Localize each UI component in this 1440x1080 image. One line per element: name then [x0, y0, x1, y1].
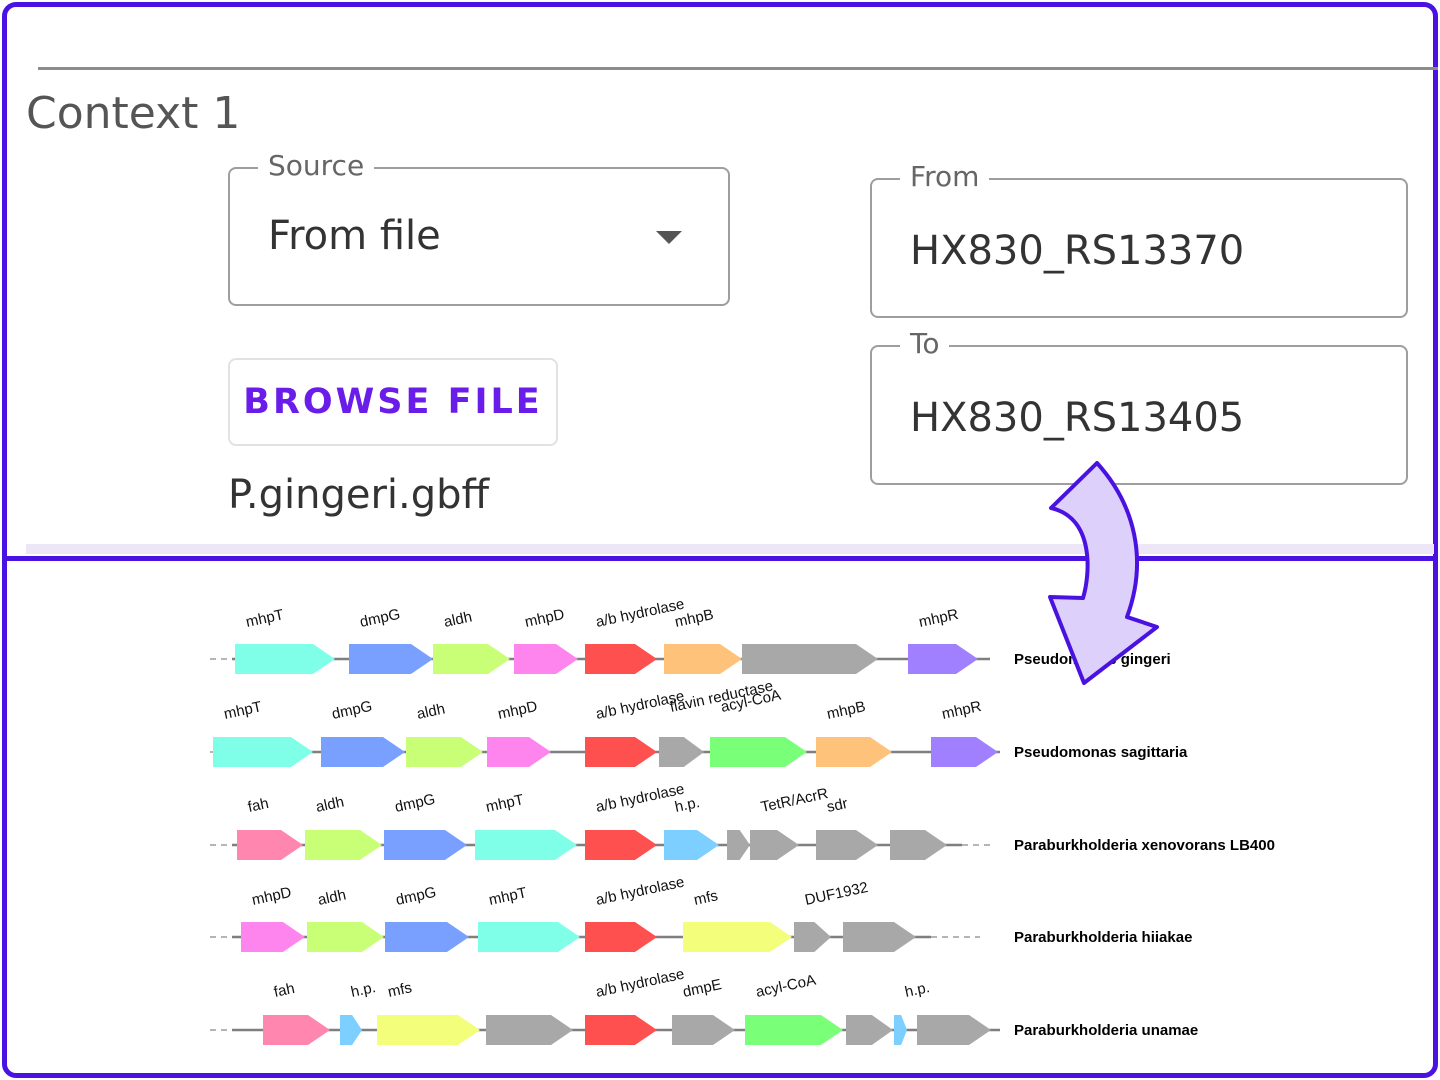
- dropdown-arrow-icon[interactable]: [656, 231, 682, 244]
- selected-file-name: P.gingeri.gbff: [228, 472, 490, 518]
- browse-file-button[interactable]: BROWSE FILE: [228, 358, 558, 446]
- to-value[interactable]: HX830_RS13405: [910, 395, 1245, 441]
- from-gene-field[interactable]: From HX830_RS13370: [870, 160, 1408, 318]
- context-title: Context 1: [26, 88, 241, 139]
- to-gene-field[interactable]: To HX830_RS13405: [870, 327, 1408, 485]
- from-value[interactable]: HX830_RS13370: [910, 228, 1245, 274]
- from-label: From: [900, 160, 990, 193]
- diagram-panel: [2, 556, 1438, 1078]
- source-label: Source: [258, 149, 375, 182]
- source-select[interactable]: Source From file: [228, 149, 730, 306]
- panel-bottom-strip: [26, 544, 1434, 554]
- section-divider: [38, 67, 1438, 70]
- source-value: From file: [268, 213, 441, 259]
- to-label: To: [900, 327, 950, 360]
